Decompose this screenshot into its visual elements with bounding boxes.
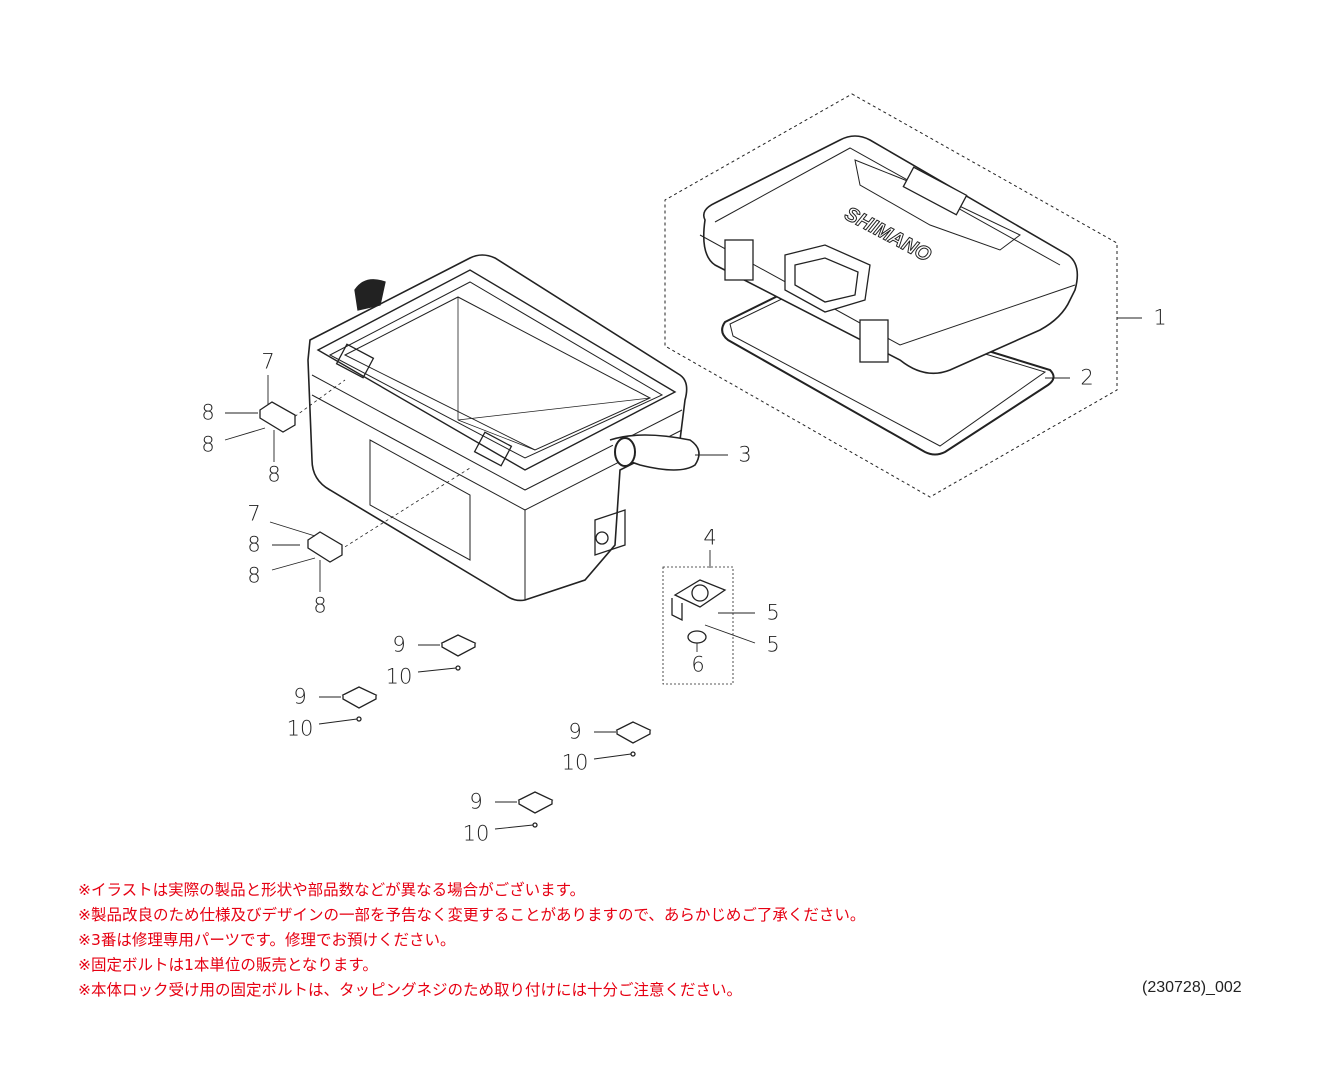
callout-8: 8 [247, 532, 261, 557]
lid-gasket [721, 288, 1055, 456]
document-code: (230728)_002 [1142, 979, 1242, 996]
callout-6: 6 [691, 652, 705, 677]
callout-9: 9 [293, 684, 307, 709]
callout-8: 8 [313, 593, 327, 618]
hinge-bracket-upper [259, 401, 296, 433]
note-line: ※イラストは実際の製品と形状や部品数などが異なる場合がございます。 [78, 881, 586, 899]
callout-10: 10 [286, 716, 314, 741]
callout-8: 8 [247, 563, 261, 588]
note-line: ※3番は修理専用パーツです。修理でお預けください。 [78, 931, 456, 949]
callout-9: 9 [392, 632, 406, 657]
callout-10: 10 [561, 750, 589, 775]
callout-10: 10 [385, 664, 413, 689]
latch-receiver [671, 579, 727, 644]
callout-7: 7 [261, 349, 275, 374]
note-line: ※固定ボルトは1本単位の販売となります。 [78, 956, 378, 974]
leader-lines [224, 317, 1142, 830]
callout-5: 5 [766, 600, 780, 625]
lid: SHIMANO [699, 135, 1079, 375]
callout-2: 2 [1080, 365, 1094, 390]
lid-assembly-boundary [664, 93, 1118, 498]
callout-4: 4 [703, 525, 717, 550]
callout-8: 8 [201, 400, 215, 425]
cooler-body [307, 254, 688, 602]
callout-8: 8 [267, 462, 281, 487]
callout-7: 7 [247, 501, 261, 526]
hinge-bracket-lower [307, 531, 343, 563]
note-line: ※本体ロック受け用の固定ボルトは、タッピングネジのため取り付けには十分ご注意くだ… [78, 981, 742, 999]
callout-5: 5 [766, 632, 780, 657]
latch-receiver-boundary [662, 566, 734, 685]
notes: ※イラストは実際の製品と形状や部品数などが異なる場合がございます。 ※製品改良の… [78, 878, 865, 1003]
callout-10: 10 [462, 821, 490, 846]
callout-9: 9 [469, 789, 483, 814]
callout-8: 8 [201, 432, 215, 457]
callout-9: 9 [568, 719, 582, 744]
callout-1: 1 [1153, 305, 1167, 330]
side-handle [609, 434, 700, 471]
note-line: ※製品改良のため仕様及びデザインの一部を予告なく変更することがありますので、あら… [78, 906, 866, 924]
feet [341, 634, 652, 828]
callout-3: 3 [738, 442, 752, 467]
